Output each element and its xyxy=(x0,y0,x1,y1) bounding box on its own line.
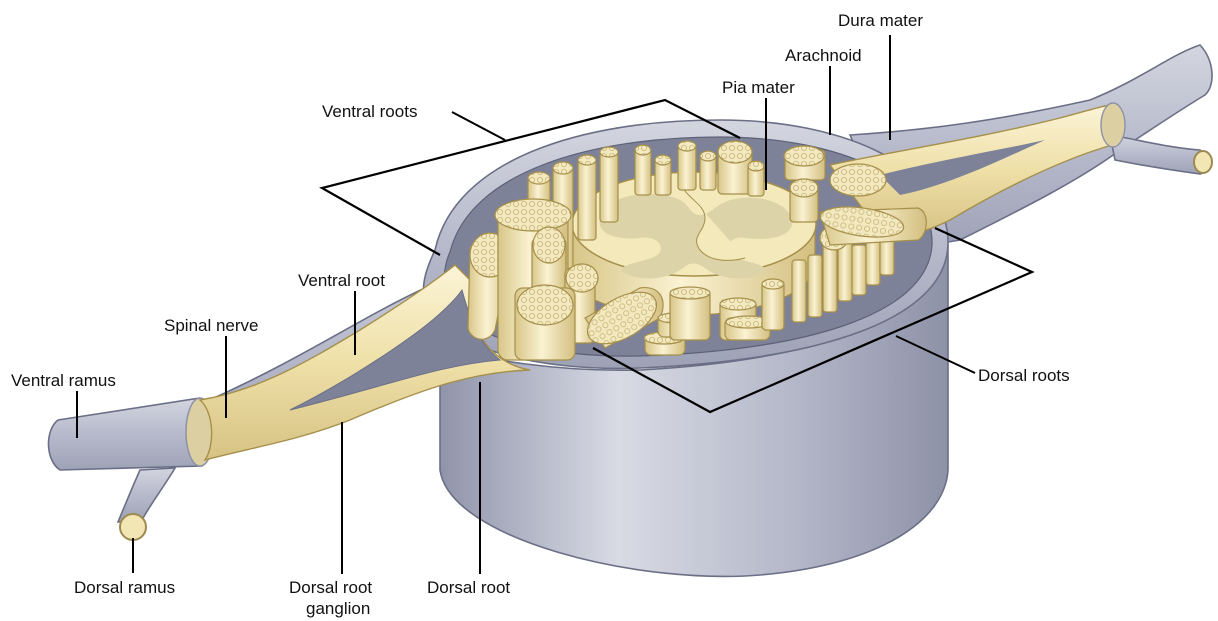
dorsal-ramus-tube xyxy=(118,468,175,522)
dorsal-ramus-cut-end xyxy=(120,514,146,540)
right-nerve-cut xyxy=(1101,103,1125,147)
label-dorsal-root: Dorsal root xyxy=(427,578,510,597)
label-dorsal-root-ganglion-line1: Dorsal root xyxy=(289,578,372,597)
label-pia-mater: Pia mater xyxy=(722,78,795,97)
label-dorsal-roots: Dorsal roots xyxy=(978,366,1070,385)
right-branch-tube xyxy=(1110,135,1208,174)
label-ventral-roots: Ventral roots xyxy=(322,102,417,121)
label-arachnoid: Arachnoid xyxy=(785,46,862,65)
label-spinal-nerve: Spinal nerve xyxy=(164,316,259,335)
label-ventral-ramus: Ventral ramus xyxy=(11,371,116,390)
label-dorsal-root-ganglion-line2: ganglion xyxy=(306,599,370,618)
right-branch-cut-end xyxy=(1194,151,1212,173)
label-ventral-root: Ventral root xyxy=(298,271,385,290)
leader-ventral-roots xyxy=(452,112,505,140)
label-dura-mater: Dura mater xyxy=(838,11,923,30)
label-dorsal-ramus: Dorsal ramus xyxy=(74,578,175,597)
